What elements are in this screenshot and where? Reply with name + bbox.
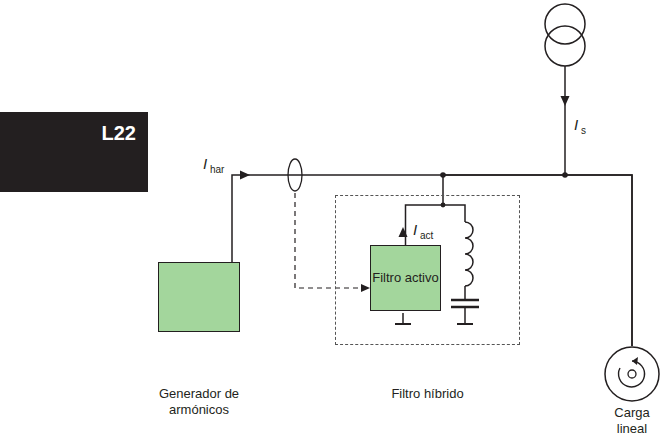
active-filter: Filtro activo [370, 245, 441, 311]
supply-wire [564, 66, 566, 175]
node-label: L22 [0, 112, 148, 145]
capacitor-plate [451, 299, 479, 302]
transformer-winding [545, 4, 585, 44]
linear-load: Carga lineal [600, 346, 664, 436]
current-subscript: har [210, 165, 224, 175]
harmonic-generator: Generador de armónicos [158, 262, 240, 417]
node-label: Filtro activo [372, 270, 438, 286]
motor-symbol [600, 346, 664, 402]
node-label: Generador de armónicos [158, 386, 240, 417]
current-symbol: I [413, 222, 417, 237]
signal-arrow [361, 284, 370, 292]
junction-dot [562, 172, 568, 178]
generator-box [158, 262, 240, 332]
ground-symbol [395, 323, 411, 325]
current-arrow [561, 96, 570, 106]
filter-wire [464, 286, 466, 300]
current-symbol: I [574, 117, 578, 132]
hybrid-filter: Filtro activoFiltro híbrido [335, 195, 520, 345]
current-arrow [240, 171, 250, 180]
filter-wire [443, 205, 465, 222]
ground-symbol [457, 323, 473, 325]
wire [232, 175, 632, 346]
node-label: Carga lineal [600, 405, 664, 436]
signal-line [295, 193, 364, 288]
filter-wire [402, 313, 404, 324]
current-symbol: I [203, 156, 207, 171]
current-subscript: act [420, 231, 433, 241]
node-label: Filtro híbrido [336, 386, 519, 402]
transformer-winding [545, 26, 585, 66]
current-subscript: s [581, 126, 586, 136]
current-arrow [399, 227, 408, 237]
inductor-coil [465, 222, 473, 286]
current-sensor [288, 159, 302, 191]
section-tab: L22 [0, 112, 148, 192]
junction-dot [440, 172, 446, 178]
filter-wire [464, 307, 466, 324]
junction-dot [441, 203, 446, 208]
